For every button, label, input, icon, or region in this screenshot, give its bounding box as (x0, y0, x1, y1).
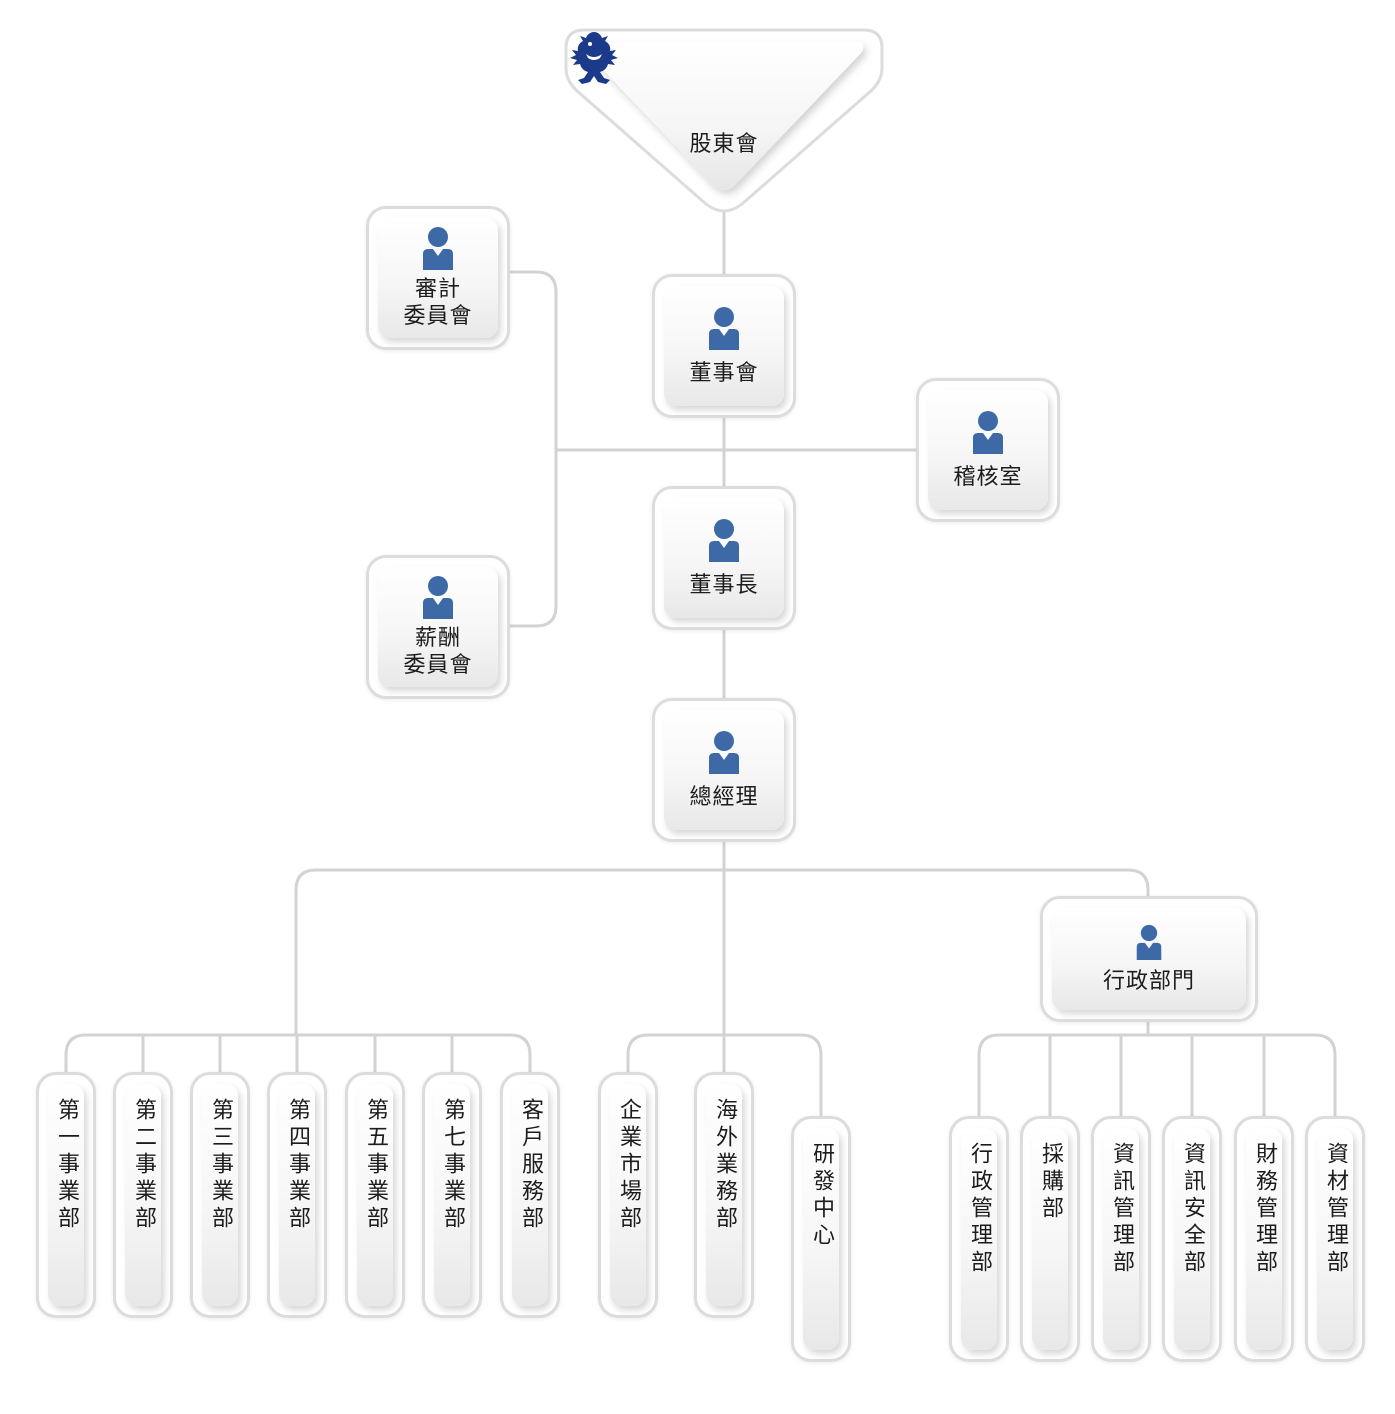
person-icon (423, 227, 453, 270)
president-label: 總經理 (689, 784, 759, 810)
finance-unit: 財務管理部 (1234, 1116, 1294, 1362)
unit-label: 採購部 (1038, 1142, 1063, 1223)
unit-label: 客戶服務部 (518, 1098, 543, 1233)
rd-center-unit: 研發中心 (791, 1116, 851, 1362)
person-icon (709, 306, 739, 350)
unit-label: 企業市場部 (616, 1098, 641, 1233)
shareholders-node: 股東會 (564, 28, 884, 214)
business-unit-2: 第二事業部 (113, 1072, 173, 1318)
person-icon (709, 518, 739, 562)
business-unit-7: 第七事業部 (422, 1072, 482, 1318)
business-unit-1: 第一事業部 (36, 1072, 96, 1318)
person-icon (973, 410, 1003, 454)
lion-crest-logo (570, 32, 618, 84)
unit-label: 第七事業部 (440, 1098, 465, 1233)
unit-label: 資材管理部 (1323, 1142, 1348, 1277)
unit-label: 第三事業部 (208, 1098, 233, 1233)
shareholders-label: 股東會 (689, 132, 759, 157)
admin-division-node: 行政部門 (1040, 896, 1258, 1022)
compensation-committee-node: 薪酬 委員會 (366, 555, 510, 699)
admin-division-label: 行政部門 (1102, 968, 1195, 994)
business-unit-5: 第五事業部 (345, 1072, 405, 1318)
unit-label: 第一事業部 (54, 1098, 79, 1233)
compensation-committee-label: 薪酬 委員會 (403, 626, 473, 678)
overseas-business-unit: 海外業務部 (694, 1072, 754, 1318)
unit-label: 第五事業部 (363, 1098, 388, 1233)
president-node: 總經理 (652, 698, 796, 842)
internal-audit-label: 稽核室 (953, 464, 1023, 490)
connector-audit-committee (508, 270, 558, 628)
materials-unit: 資材管理部 (1305, 1116, 1365, 1362)
connector-admin-units-bus (977, 1033, 1337, 1118)
info-security-unit: 資訊安全部 (1162, 1116, 1222, 1362)
unit-label: 研發中心 (809, 1142, 834, 1250)
admin-management-unit: 行政管理部 (949, 1116, 1009, 1362)
chairman-label: 董事長 (689, 572, 759, 598)
person-icon (709, 730, 739, 774)
unit-label: 資訊安全部 (1180, 1142, 1205, 1277)
audit-committee-node: 審計 委員會 (366, 206, 510, 350)
person-icon (423, 576, 453, 619)
unit-label: 行政管理部 (967, 1142, 992, 1277)
internal-audit-node: 稽核室 (916, 378, 1060, 522)
procurement-unit: 採購部 (1020, 1116, 1080, 1362)
connector-business-bus (294, 868, 1150, 1035)
person-icon (1136, 924, 1162, 960)
unit-label: 資訊管理部 (1109, 1142, 1134, 1277)
business-unit-3: 第三事業部 (190, 1072, 250, 1318)
unit-label: 第四事業部 (285, 1098, 310, 1233)
unit-label: 財務管理部 (1252, 1142, 1277, 1277)
it-management-unit: 資訊管理部 (1091, 1116, 1151, 1362)
triangle-frame (564, 28, 884, 213)
chairman-node: 董事長 (652, 486, 796, 630)
board-label: 董事會 (689, 360, 759, 386)
unit-label: 第二事業部 (131, 1098, 156, 1233)
customer-service-unit: 客戶服務部 (500, 1072, 560, 1318)
audit-committee-label: 審計 委員會 (403, 277, 473, 329)
business-unit-4: 第四事業部 (267, 1072, 327, 1318)
unit-label: 海外業務部 (712, 1098, 737, 1233)
board-node: 董事會 (652, 274, 796, 418)
enterprise-market-unit: 企業市場部 (598, 1072, 658, 1318)
